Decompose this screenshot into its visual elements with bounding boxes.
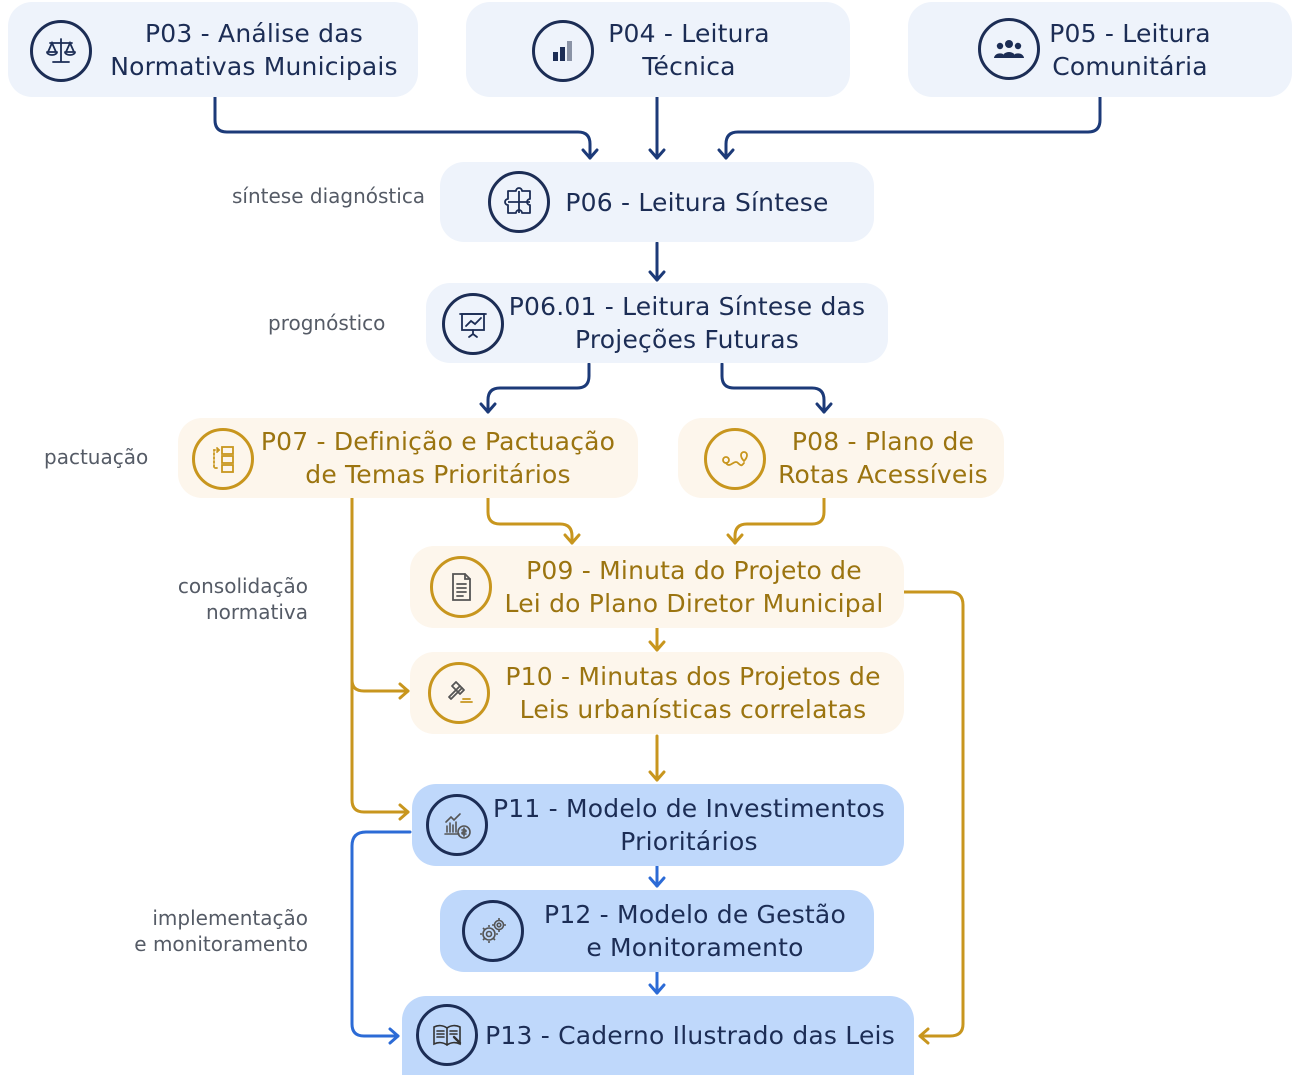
- arrowhead: [726, 533, 744, 545]
- gears-icon: [462, 900, 524, 962]
- arrowhead: [398, 682, 410, 700]
- presentation-chart-icon: [442, 293, 504, 355]
- node-p13-label: P13 - Caderno Ilustrado das Leis: [485, 1021, 895, 1050]
- node-p06-label: P06 - Leitura Síntese: [565, 187, 829, 217]
- arrowhead: [918, 1027, 930, 1045]
- arrow-p08-p09: [733, 496, 826, 545]
- gavel-icon: [428, 662, 490, 724]
- node-p06[interactable]: P06 - Leitura Síntese: [440, 162, 874, 242]
- arrow-p11-p13: [350, 830, 412, 1038]
- arrow-p07-p11: [350, 678, 410, 814]
- arrowhead: [398, 803, 410, 821]
- puzzle-icon: [488, 171, 550, 233]
- arrow-p0601-p07: [486, 362, 591, 414]
- flow-list-icon: [192, 428, 254, 490]
- arrowhead: [648, 983, 666, 995]
- arrow-p07-p10: [350, 496, 410, 693]
- arrowhead: [648, 876, 666, 888]
- arrowhead: [648, 640, 666, 652]
- scales-icon: [30, 20, 92, 82]
- phase-label-prognostico: prognóstico: [268, 311, 386, 335]
- arrowhead: [648, 770, 666, 782]
- arrowhead: [479, 402, 497, 414]
- arrow-p05-p06: [724, 95, 1102, 160]
- phase-label-sintese: síntese diagnóstica: [232, 184, 426, 208]
- arrowhead: [563, 533, 581, 545]
- node-p13[interactable]: P13 - Caderno Ilustrado das Leis: [402, 996, 914, 1075]
- arrow-p07-p09: [486, 496, 574, 545]
- bar-chart-icon: [532, 20, 594, 82]
- arrowhead: [815, 402, 833, 414]
- arrow-p03-p06: [213, 95, 592, 160]
- arrow-p0601-p08: [720, 362, 826, 414]
- arrowhead: [717, 148, 735, 160]
- arrowhead: [581, 148, 599, 160]
- document-icon: [430, 556, 492, 618]
- arrowhead: [648, 270, 666, 282]
- arrowhead: [648, 148, 666, 160]
- arrow-p09-p13: [900, 590, 965, 1038]
- route-icon: [704, 428, 766, 490]
- book-icon: [416, 1004, 478, 1066]
- arrowhead: [388, 1027, 400, 1045]
- phase-label-pactuacao: pactuação: [44, 445, 149, 469]
- investment-icon: [426, 794, 488, 856]
- people-icon: [978, 18, 1040, 80]
